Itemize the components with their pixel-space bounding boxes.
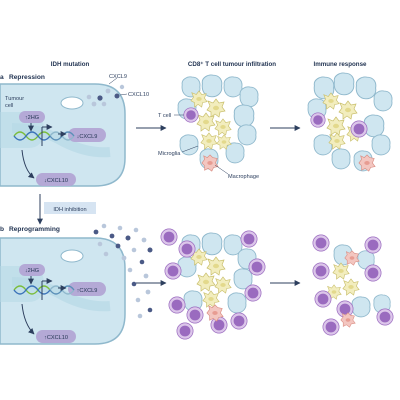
panel-a-pill-cxcl9 (68, 128, 106, 142)
transition-label: IDH inhibition (53, 207, 86, 213)
panel-b-pill-cxcl9 (68, 282, 106, 296)
transition-box (44, 202, 96, 214)
panel-a-vesicle (60, 96, 84, 110)
panel-b-pill-cxcl9-label: ↑CXCL9 (77, 288, 98, 294)
panel-a-macrophage-leader (214, 164, 229, 175)
panel-b-pill-2hg-label: ↓2HG (25, 268, 39, 274)
panel-a-cxcl10-leader (119, 93, 128, 96)
panel-b-letter: b (0, 226, 4, 233)
panel-a-pill-cxcl9-label: ↓CXCL9 (77, 134, 98, 140)
panel-a-pill-cxcl10-label: ↓CXCL10 (44, 178, 68, 184)
panel-b-chemokine-dots (93, 223, 153, 319)
panel-a-chemokine-cxcl9-label: CXCL9 (109, 74, 127, 80)
panel-a-title: Repression (9, 74, 45, 81)
panel-b-cxcl10-arrow (21, 303, 35, 335)
panel-a-response-cluster (307, 72, 393, 172)
header-idh-mutation: IDH mutation (51, 61, 90, 68)
header-cd8-infiltration: CD8⁺ T cell tumour infiltration (188, 61, 276, 68)
panel-a-label-tcell: T cell (158, 113, 171, 119)
panel-a-cxcl9-leader (108, 77, 118, 85)
panel-a-chemokine-dots (86, 84, 125, 107)
panel-a-letter: a (0, 74, 4, 81)
panel-a-cxcl10-arrow (21, 149, 35, 179)
panel-a-label-microglia: Microglia (158, 151, 181, 157)
panel-b-pill-cxcl10-label: ↑CXCL10 (44, 335, 68, 341)
panel-a-pill-2hg-label: ↑2HG (25, 115, 39, 121)
panel-a-infiltration-cluster (177, 74, 259, 172)
panel-a-tcell (183, 107, 199, 123)
header-immune-response: Immune response (314, 61, 368, 68)
panel-a-microglia-leader (181, 145, 199, 153)
panel-b-pill-2hg (19, 264, 45, 276)
panel-b-vesicle (60, 249, 84, 263)
panel-b-infiltration-cluster (160, 228, 266, 340)
panel-a-pill-cxcl10 (36, 173, 76, 186)
panel-b-title: Reprogramming (9, 226, 60, 233)
panel-a-pill-2hg (19, 111, 45, 123)
panel-a-chemokine-cxcl10-label: CXCL10 (128, 92, 149, 98)
panel-b-response-cluster (312, 234, 394, 336)
panel-b-pill-cxcl10 (36, 330, 76, 343)
panel-a-label-macrophage: Macrophage (228, 174, 259, 180)
panel-a-tumour-label-2: cell (5, 103, 13, 109)
panel-a-tumour-label-1: Tumour (5, 96, 24, 102)
